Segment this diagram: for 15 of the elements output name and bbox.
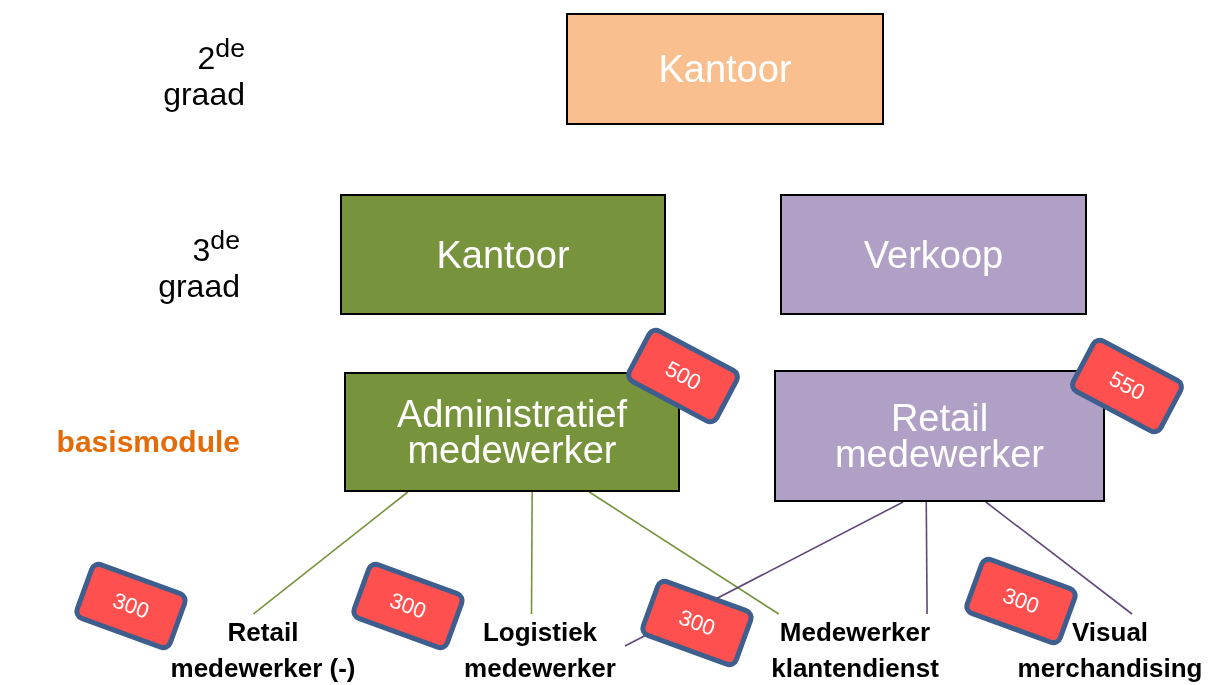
row-label: basismodule	[55, 424, 240, 460]
category-box	[780, 194, 1087, 315]
level-label: 2$^{de}$ graad	[162, 32, 245, 112]
category-box	[566, 13, 884, 125]
connector-line	[252, 491, 409, 615]
box-title: Retail medewerker	[833, 400, 1046, 472]
category-box	[340, 194, 666, 315]
connector-line	[588, 491, 780, 615]
box-title: Kantoor	[436, 236, 570, 273]
level-label: 3$^{de}$ graad	[157, 224, 240, 304]
connector-line	[985, 501, 1133, 615]
connector-line	[925, 501, 928, 615]
connector-line	[530, 491, 533, 615]
box-title: Kantoor	[658, 51, 792, 87]
category-box	[774, 370, 1105, 502]
